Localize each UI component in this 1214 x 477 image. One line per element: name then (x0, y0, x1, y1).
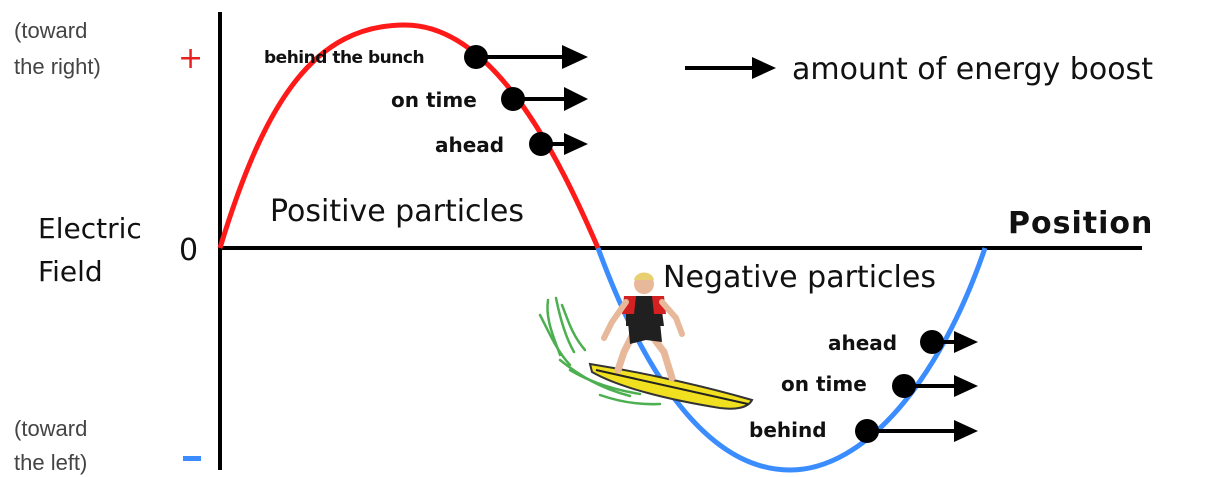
x-label: Position (1008, 206, 1153, 241)
negative-wave (595, 247, 988, 473)
particle-dot (855, 419, 879, 443)
left-note-line1: (toward (14, 416, 87, 441)
particle-label: ahead (828, 331, 897, 355)
particle-dot (529, 132, 553, 156)
particle-dot (920, 330, 944, 354)
wave-spray (538, 296, 662, 406)
negative-particle-ahead: ahead (828, 330, 978, 355)
particle-label: behind (749, 418, 827, 442)
particle-label: on time (391, 88, 477, 112)
particle-label: on time (781, 372, 867, 396)
right-note-line2: the right) (14, 54, 101, 79)
right-note-line1: (toward (14, 18, 87, 43)
particle-dot (501, 87, 525, 111)
positive-particle-behind: behind the bunch (264, 45, 588, 69)
particle-label: ahead (435, 133, 504, 157)
negative-particle-on-time: on time (781, 372, 978, 398)
particle-label: behind the bunch (264, 48, 424, 68)
zero-label: 0 (179, 233, 198, 268)
surfer-icon (538, 272, 754, 410)
y-label-line1: Electric (38, 212, 142, 245)
positive-particle-on-time: on time (391, 87, 588, 112)
particle-dot (892, 374, 916, 398)
positive-region-label: Positive particles (270, 194, 524, 229)
minus-sign (183, 456, 201, 461)
negative-particle-behind: behind (749, 418, 978, 443)
particle-dot (464, 45, 488, 69)
negative-region-label: Negative particles (663, 260, 936, 295)
left-note-line2: the left) (14, 450, 87, 475)
positive-wave (217, 22, 601, 249)
legend-arrowhead (752, 57, 776, 79)
legend-text: amount of energy boost (792, 52, 1153, 87)
positive-particle-ahead: ahead (435, 132, 588, 157)
y-label-line2: Field (38, 255, 103, 288)
plus-sign: + (178, 41, 203, 76)
